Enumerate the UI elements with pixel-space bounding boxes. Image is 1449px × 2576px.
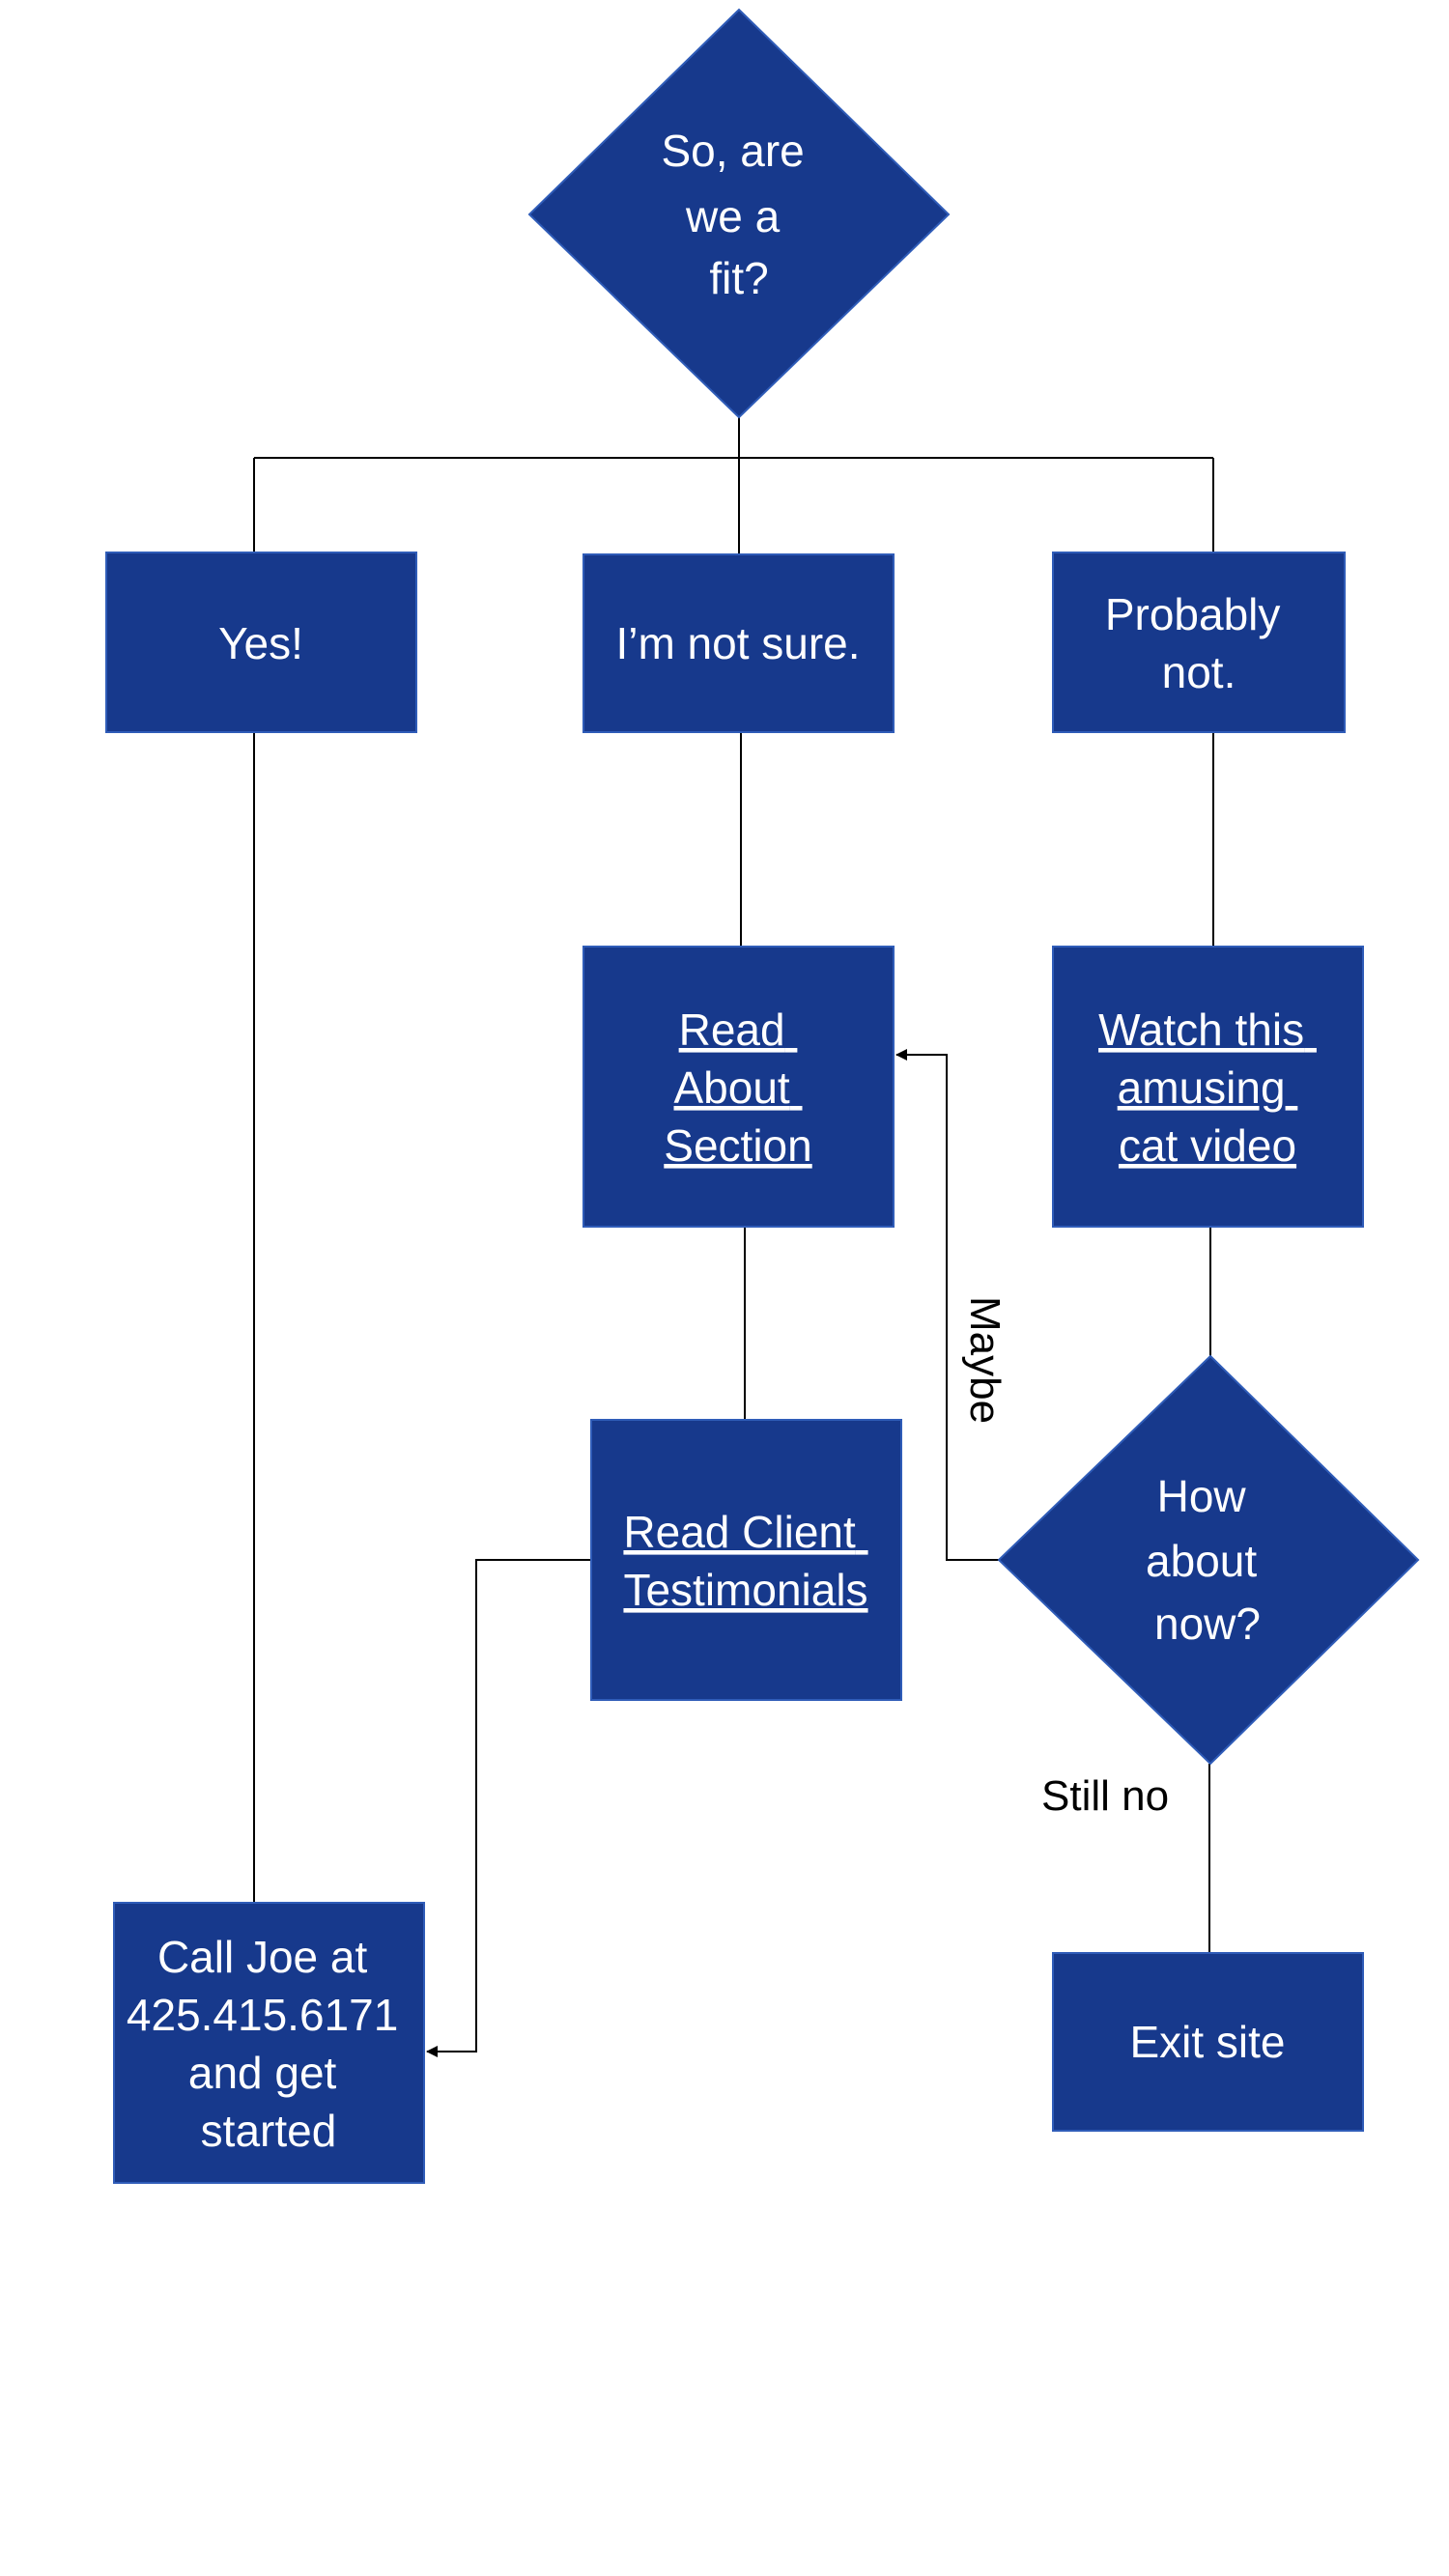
- connector-how-about-now-to-read-about: [895, 1049, 999, 1561]
- edge-label-maybe: Maybe: [961, 1296, 1009, 1424]
- connectors: [253, 417, 1214, 2057]
- node-probably-not-text: Probably not.: [1105, 589, 1293, 697]
- node-start-text: So, are we a fit?: [661, 126, 816, 303]
- connector-testimonials-to-call-joe: [426, 1559, 591, 2057]
- node-not-sure: I’m not sure.: [582, 553, 895, 733]
- node-exit-site-text: Exit site: [1129, 2017, 1285, 2067]
- node-how-about-now-text: How about now?: [1146, 1471, 1269, 1649]
- node-watch-video-text[interactable]: Watch this amusing cat video: [1098, 1005, 1317, 1171]
- node-how-about-now: How about now?: [997, 1354, 1420, 1766]
- node-read-testimonials-text[interactable]: Read Client Testimonials: [623, 1507, 867, 1615]
- node-yes: Yes!: [105, 552, 417, 733]
- node-read-about-link[interactable]: Read About Section: [582, 946, 895, 1228]
- node-call-joe: Call Joe at 425.415.6171 and get started: [113, 1902, 425, 2184]
- edge-label-still-no: Still no: [1041, 1772, 1169, 1820]
- node-watch-video-link[interactable]: Watch this amusing cat video: [1052, 946, 1364, 1228]
- node-read-about-text[interactable]: Read About Section: [664, 1005, 811, 1171]
- node-exit-site: Exit site: [1052, 1952, 1364, 2132]
- node-yes-text: Yes!: [218, 618, 303, 668]
- node-call-joe-text: Call Joe at 425.415.6171 and get started: [127, 1932, 411, 2156]
- node-not-sure-text: I’m not sure.: [615, 618, 860, 668]
- node-probably-not: Probably not.: [1052, 552, 1346, 733]
- node-read-testimonials-link[interactable]: Read Client Testimonials: [590, 1419, 902, 1701]
- node-start: So, are we a fit?: [527, 8, 951, 419]
